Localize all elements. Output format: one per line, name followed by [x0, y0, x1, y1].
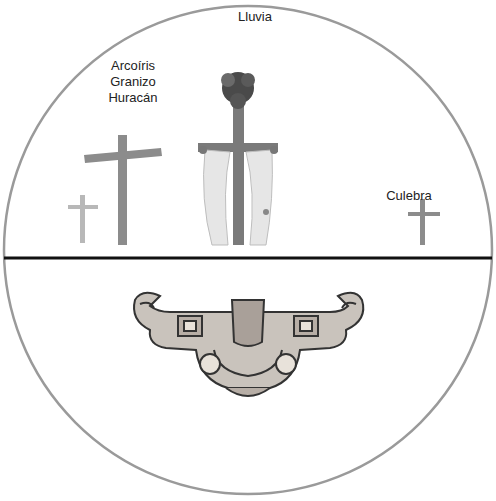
hazard-label: Arcoíris Granizo Huracán — [100, 58, 166, 106]
outer-circle — [4, 6, 492, 494]
divider-line — [4, 257, 492, 260]
maya-glyph — [134, 293, 363, 396]
cross-label: Lluvia — [222, 9, 288, 25]
cross-label: Culebra — [376, 188, 442, 204]
